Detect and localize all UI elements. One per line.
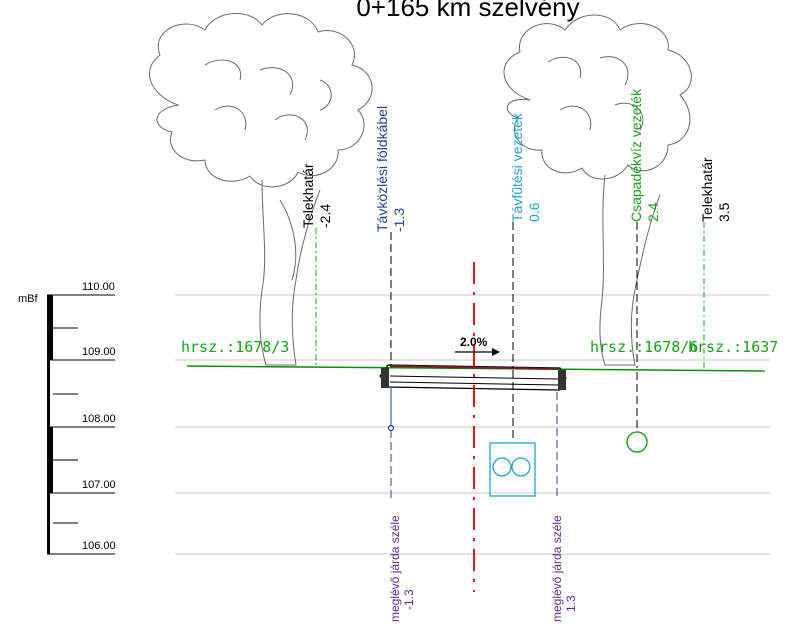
parcel-label: hrsz.:1678/6 — [590, 338, 698, 356]
scale-tick-label: 108.00 — [82, 413, 116, 425]
tree-right — [503, 14, 692, 366]
elevation-grid — [175, 294, 770, 555]
utility-name: Csapadékvíz vezeték — [628, 88, 644, 222]
district-heating-pipes — [489, 442, 536, 497]
grade-label: 2.0% — [460, 335, 488, 349]
scale-tick-label: 110.00 — [82, 281, 115, 293]
scale-unit: mBf — [18, 293, 39, 305]
utility-name: Távközlési földkábel — [374, 106, 390, 232]
sidewalk-label: meglévő járda széle — [388, 515, 402, 622]
elevation-scale — [47, 294, 115, 555]
utility-name: Távfűtési vezeték — [509, 112, 525, 222]
drawing-title: 0+165 km szelvény — [356, 0, 579, 22]
utility-offset: 0.6 — [526, 202, 542, 222]
utility-name: Telekhatár — [699, 157, 715, 222]
scale-tick-label: 107.00 — [82, 479, 116, 491]
sidewalk-offset: 1.3 — [564, 595, 578, 612]
road-section — [379, 364, 567, 391]
stormwater-pipe — [626, 431, 648, 453]
sidewalk-label: meglévő járda széle — [550, 515, 564, 622]
parcel-label: hrsz.:1678/3 — [181, 338, 289, 356]
utility-offset: 3.5 — [716, 202, 732, 222]
grade-arrow — [455, 348, 500, 356]
utility-offset: 2.4 — [645, 202, 661, 222]
telecom-cable-point — [387, 424, 395, 432]
utility-offset: -1.3 — [391, 208, 407, 232]
sidewalk-offset: -1.3 — [402, 589, 416, 610]
scale-tick-label: 109.00 — [82, 346, 116, 358]
tree-left — [149, 13, 373, 366]
utility-name: Telekhatár — [300, 163, 316, 228]
scale-tick-label: 106.00 — [82, 540, 116, 552]
utility-offset: -2.4 — [317, 204, 333, 228]
utility-lines — [315, 222, 705, 500]
parcel-label: hrsz.:1637 — [688, 338, 778, 356]
